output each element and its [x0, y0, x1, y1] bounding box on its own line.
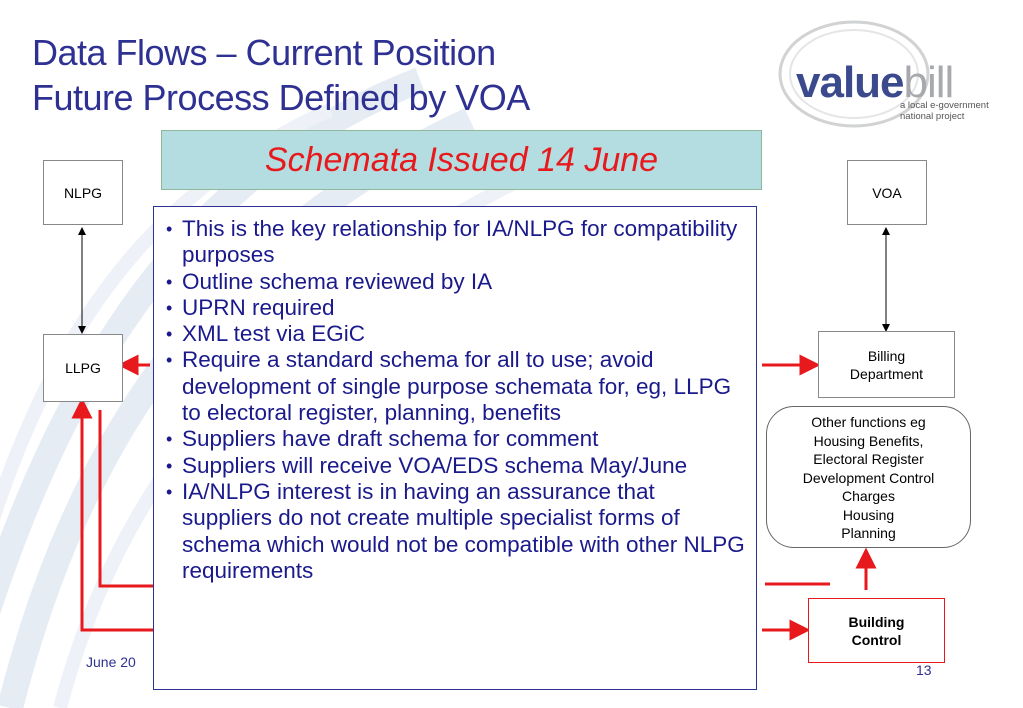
bullet-item: UPRN required — [166, 295, 750, 322]
billing-department-node: Billing Department — [818, 331, 955, 398]
footer-date: June 20 — [86, 654, 136, 670]
logo-wordmark: valuebill — [796, 58, 954, 107]
left-inner-line — [98, 410, 155, 588]
bullet-item: Suppliers have draft schema for comment — [166, 426, 750, 453]
bullet-item: Require a standard schema for all to use… — [166, 347, 750, 426]
bullet-list: This is the key relationship for IA/NLPG… — [166, 216, 750, 584]
page-number: 13 — [916, 662, 932, 678]
building-control-node: Building Control — [808, 598, 945, 663]
logo-tagline: a local e-government national project — [900, 100, 989, 122]
bullet-item: Outline schema reviewed by IA — [166, 269, 750, 296]
slide-title: Data Flows – Current Position Future Pro… — [32, 30, 530, 120]
bullet-item: XML test via EGiC — [166, 321, 750, 348]
left-loop-arrow — [71, 397, 155, 632]
valuebill-logo: valuebill a local e-government national … — [770, 14, 1020, 134]
title-line-1: Data Flows – Current Position — [32, 32, 496, 73]
llpg-node: LLPG — [43, 334, 123, 402]
other-functions-node: Other functions eg Housing Benefits, Ele… — [766, 406, 971, 548]
bullet-item: Suppliers will receive VOA/EDS schema Ma… — [166, 453, 750, 480]
bullet-item: This is the key relationship for IA/NLPG… — [166, 216, 750, 269]
bullet-item: IA/NLPG interest is in having an assuran… — [166, 479, 750, 584]
nlpg-node: NLPG — [43, 160, 123, 225]
voa-node: VOA — [847, 160, 927, 225]
title-line-2: Future Process Defined by VOA — [32, 77, 530, 118]
schemata-banner: Schemata Issued 14 June — [161, 130, 762, 190]
logo-ring-icon — [778, 20, 930, 128]
key-points-box: This is the key relationship for IA/NLPG… — [153, 206, 757, 690]
